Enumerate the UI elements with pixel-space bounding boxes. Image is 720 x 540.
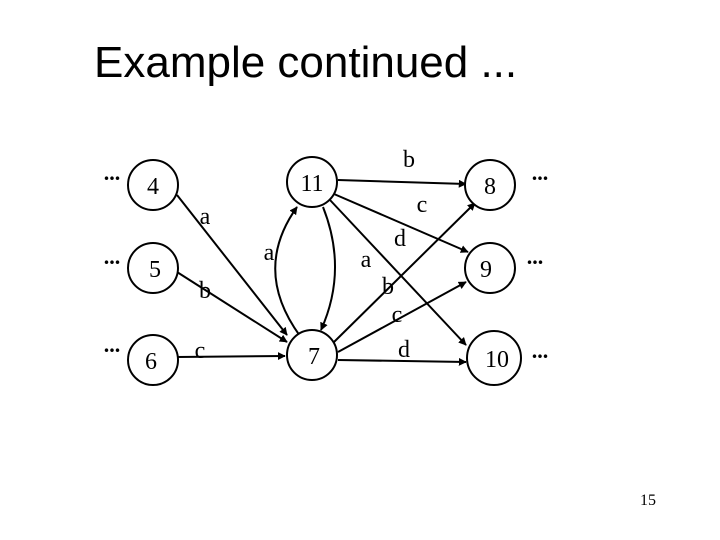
- edge-7-to-11: [274, 206, 301, 337]
- edge-label: b: [382, 274, 394, 300]
- edge-label: d: [394, 226, 406, 252]
- edge-11-to-9: [333, 193, 469, 253]
- edge-label: a: [200, 204, 211, 230]
- edge-4-to-7: [176, 194, 288, 336]
- node-7-circle: [286, 329, 338, 381]
- edge-11-to-7: [320, 206, 336, 331]
- node-5-circle: [127, 242, 179, 294]
- edge-label: c: [392, 302, 403, 328]
- ellipsis-left-5: ...: [104, 244, 121, 269]
- node-label: 4: [147, 174, 159, 200]
- node-label: 10: [485, 347, 509, 373]
- edge-label: d: [398, 337, 410, 363]
- node-6-circle: [127, 334, 179, 386]
- node-label: 9: [480, 257, 492, 283]
- edge-11-to-8: [337, 179, 467, 188]
- node-9-circle: [464, 242, 516, 294]
- page-number: 15: [640, 492, 656, 509]
- node-label: 5: [149, 257, 161, 283]
- node-11-circle: [286, 156, 338, 208]
- node-label: 7: [308, 344, 320, 370]
- node-label: 6: [145, 349, 157, 375]
- edge-label: b: [199, 278, 211, 304]
- ellipsis-right-9: ...: [527, 244, 544, 269]
- node-4-circle: [127, 159, 179, 211]
- slide-title: Example continued ...: [94, 38, 518, 87]
- edge-7-to-8: [333, 202, 476, 343]
- edge-label: a: [361, 247, 372, 273]
- node-10-circle: [466, 330, 522, 386]
- ellipsis-right-8: ...: [532, 160, 549, 185]
- edge-label: c: [195, 338, 206, 364]
- edge-5-to-7: [176, 271, 288, 343]
- node-8-circle: [464, 159, 516, 211]
- node-label: 11: [300, 171, 323, 197]
- edge-11-to-10: [329, 199, 467, 346]
- edge-6-to-7: [176, 352, 286, 361]
- ellipsis-left-6: ...: [104, 332, 121, 357]
- edge-label: c: [417, 192, 428, 218]
- edge-label: b: [403, 147, 415, 173]
- ellipsis-left-4: ...: [104, 160, 121, 185]
- edge-7-to-10: [337, 357, 467, 366]
- edge-label: a: [264, 240, 275, 266]
- node-label: 8: [484, 174, 496, 200]
- edge-7-to-9: [337, 281, 467, 353]
- ellipsis-right-10: ...: [532, 338, 549, 363]
